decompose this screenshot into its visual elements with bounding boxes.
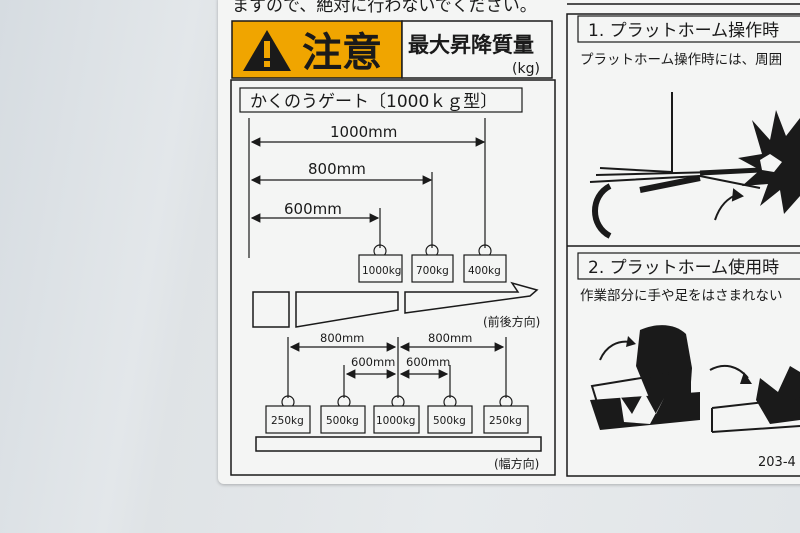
step2-title: 2. プラットホーム使用時 — [588, 257, 779, 278]
platform-pinch-illustration — [589, 92, 800, 239]
lat-dist-800-right: 800mm — [428, 331, 472, 345]
step2-title-box — [577, 252, 800, 280]
label-code: 203-4 — [758, 455, 796, 470]
gate-title: かくのうゲート〔1000ｋｇ型〕 — [250, 92, 497, 112]
svg-text:700kg: 700kg — [416, 265, 449, 277]
platform-bar — [255, 436, 542, 452]
svg-text:400kg: 400kg — [468, 265, 501, 277]
caution-title-box — [401, 20, 553, 79]
lateral-dimensions — [287, 337, 507, 398]
gate-side-profile — [252, 281, 539, 328]
lateral-direction: (幅方向) — [494, 456, 539, 471]
weight-250kg-left: 250kg — [265, 395, 311, 434]
svg-text:500kg: 500kg — [326, 415, 359, 427]
step1-title: 1. プラットホーム操作時 — [588, 21, 779, 41]
right-panel — [566, 13, 800, 477]
svg-text:250kg: 250kg — [271, 415, 304, 427]
step2-text: 作業部分に手や足をはさまれない — [580, 288, 783, 304]
lat-dist-600-left: 600mm — [351, 355, 395, 369]
gate-title-box — [239, 87, 523, 113]
weight-1000kg-fore: 1000kg — [358, 244, 403, 283]
weight-500kg-left: 500kg — [320, 395, 366, 434]
diagram-panel — [230, 79, 556, 476]
svg-text:250kg: 250kg — [489, 415, 522, 427]
weight-700kg-fore: 700kg — [411, 244, 454, 283]
dist-600mm: 600mm — [284, 200, 342, 218]
fore-aft-direction: (前後方向) — [483, 314, 540, 329]
dist-800mm: 800mm — [308, 160, 366, 178]
hand-pinch-illustration — [590, 325, 800, 433]
weight-1000kg-center: 1000kg — [373, 395, 420, 434]
step1-title-box — [577, 15, 800, 43]
warning-triangle-icon — [243, 30, 291, 71]
lat-dist-600-right: 600mm — [406, 355, 450, 369]
weight-250kg-right: 250kg — [483, 395, 529, 434]
svg-text:500kg: 500kg — [433, 415, 466, 427]
weight-500kg-right: 500kg — [427, 395, 473, 434]
svg-text:1000kg: 1000kg — [362, 265, 401, 277]
fore-aft-dimensions — [248, 118, 486, 258]
caution-title: 最大昇降質量 — [408, 33, 534, 57]
caution-word: 注意 — [302, 30, 382, 76]
caution-unit: (kg) — [512, 61, 540, 77]
weight-400kg-fore: 400kg — [463, 244, 507, 283]
svg-text:1000kg: 1000kg — [376, 415, 415, 427]
top-cut-text: ますので、絶対に行わないでください。 — [232, 0, 537, 16]
step1-text: プラットホーム操作時には、周囲 — [580, 52, 782, 68]
lat-dist-800-left: 800mm — [320, 331, 364, 345]
dist-1000mm: 1000mm — [330, 123, 397, 141]
